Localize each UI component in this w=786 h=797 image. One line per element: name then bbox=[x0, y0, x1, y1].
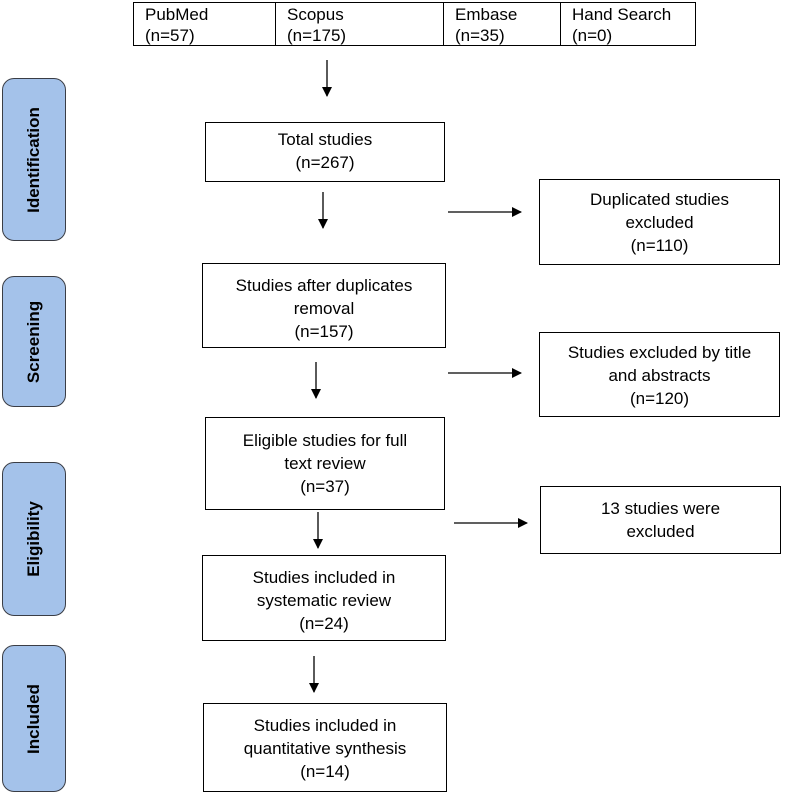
source-count: (n=57) bbox=[145, 26, 195, 45]
stage-included: Included bbox=[2, 645, 66, 792]
quantitative-synthesis-box: Studies included in quantitative synthes… bbox=[203, 703, 447, 792]
after-duplicates-box: Studies after duplicates removal (n=157) bbox=[202, 263, 446, 348]
source-hand-search: Hand Search (n=0) bbox=[561, 3, 695, 45]
duplicates-excluded-box: Duplicated studies excluded (n=110) bbox=[539, 179, 780, 265]
stage-screening: Screening bbox=[2, 276, 66, 407]
source-embase: Embase (n=35) bbox=[444, 3, 561, 45]
fulltext-excluded-box: 13 studies were excluded bbox=[540, 486, 781, 554]
source-name: PubMed bbox=[145, 5, 209, 24]
source-count: (n=35) bbox=[455, 26, 505, 45]
systematic-review-box: Studies included in systematic review (n… bbox=[202, 555, 446, 641]
source-count: (n=0) bbox=[572, 26, 613, 45]
source-pubmed: PubMed (n=57) bbox=[134, 3, 276, 45]
title-abstract-excluded-box: Studies excluded by title and abstracts … bbox=[539, 332, 780, 417]
eligible-studies-box: Eligible studies for full text review (n… bbox=[205, 417, 445, 510]
source-count: (n=175) bbox=[287, 26, 347, 45]
total-studies-box: Total studies (n=267) bbox=[205, 122, 445, 182]
source-name: Embase bbox=[455, 5, 518, 24]
stage-identification: Identification bbox=[2, 78, 66, 241]
source-scopus: Scopus (n=175) bbox=[276, 3, 444, 45]
source-name: Scopus bbox=[287, 5, 344, 24]
source-name: Hand Search bbox=[572, 5, 672, 24]
stage-eligibility: Eligibility bbox=[2, 462, 66, 616]
source-databases-table: PubMed (n=57) Scopus (n=175) Embase (n=3… bbox=[133, 2, 696, 46]
